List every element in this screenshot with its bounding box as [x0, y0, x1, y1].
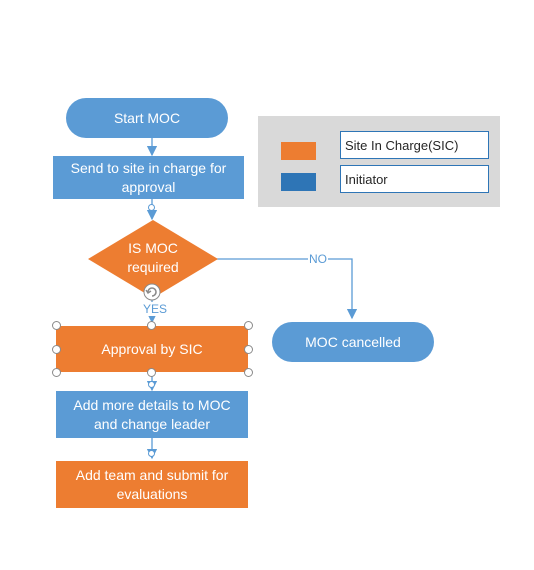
legend: Site In Charge(SIC) Initiator	[258, 116, 500, 207]
send-to-sic-node[interactable]: Send to site in charge for approval	[53, 156, 244, 199]
edge-label-yes: YES	[142, 302, 169, 316]
approval-label: Approval by SIC	[101, 340, 203, 357]
resize-handle-top-left[interactable]	[52, 321, 61, 330]
connection-point[interactable]	[148, 450, 155, 457]
resize-handle-middle-left[interactable]	[52, 345, 61, 354]
legend-label-sic: Site In Charge(SIC)	[345, 137, 459, 153]
legend-label-initiator: Initiator	[345, 171, 388, 187]
add-details-node[interactable]: Add more details to MOC and change leade…	[56, 391, 248, 438]
resize-handle-top-right[interactable]	[244, 321, 253, 330]
decision-label: IS MOC required	[127, 240, 179, 275]
legend-item-initiator: Initiator	[340, 165, 489, 193]
decision-label-box: IS MOC required	[108, 237, 198, 279]
connection-point[interactable]	[148, 381, 155, 388]
resize-handle-middle-right[interactable]	[244, 345, 253, 354]
add-team-label: Add team and submit for evaluations	[75, 466, 229, 502]
send-to-sic-label: Send to site in charge for approval	[70, 159, 227, 195]
connection-point[interactable]	[148, 204, 155, 211]
resize-handle-top-middle[interactable]	[147, 321, 156, 330]
legend-item-sic: Site In Charge(SIC)	[340, 131, 489, 159]
approval-node[interactable]: Approval by SIC	[56, 326, 248, 372]
cancelled-node[interactable]: MOC cancelled	[272, 322, 434, 362]
rotate-handle-icon[interactable]	[143, 283, 161, 301]
resize-handle-bottom-left[interactable]	[52, 368, 61, 377]
add-details-label: Add more details to MOC and change leade…	[73, 396, 231, 432]
cancelled-label: MOC cancelled	[305, 333, 401, 350]
start-node[interactable]: Start MOC	[66, 98, 228, 138]
arrow-no-branch	[216, 258, 358, 320]
start-label: Start MOC	[113, 109, 181, 126]
resize-handle-bottom-middle[interactable]	[147, 368, 156, 377]
legend-swatch-sic	[281, 142, 316, 160]
resize-handle-bottom-right[interactable]	[244, 368, 253, 377]
edge-label-no: NO	[308, 252, 328, 266]
add-team-node[interactable]: Add team and submit for evaluations	[56, 461, 248, 508]
decision-node[interactable]	[88, 220, 218, 298]
legend-swatch-initiator	[281, 173, 316, 191]
